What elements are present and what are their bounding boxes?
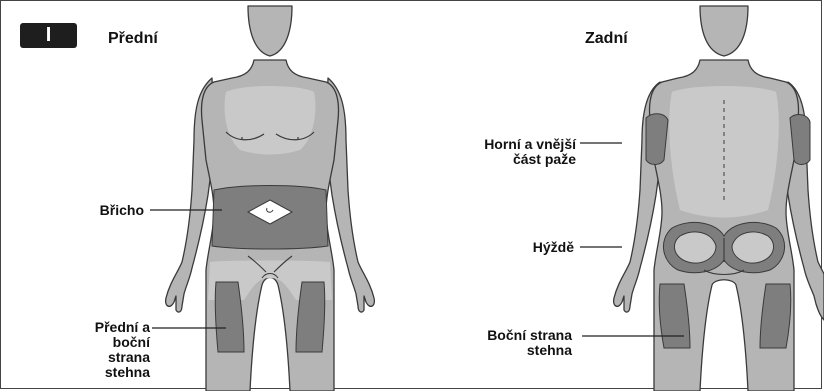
back-head bbox=[700, 6, 748, 56]
buttocks-label: Hýždě bbox=[533, 240, 574, 255]
front-right-thigh-zone bbox=[296, 282, 325, 352]
back-right-thigh-zone bbox=[760, 284, 791, 348]
back-left-upper-arm-zone bbox=[646, 114, 668, 165]
front-left-thigh-zone bbox=[215, 282, 244, 352]
abdomen-label: Břicho bbox=[100, 203, 144, 218]
front-head bbox=[248, 6, 292, 56]
front-thigh-label: Přední a boční strana stehna bbox=[95, 320, 150, 380]
back-thigh-label: Boční strana stehna bbox=[487, 328, 572, 358]
back-left-thigh-zone bbox=[659, 284, 690, 348]
front-chest-highlight bbox=[225, 86, 316, 155]
upper-arm-label: Horní a vnější část paže bbox=[484, 137, 576, 167]
